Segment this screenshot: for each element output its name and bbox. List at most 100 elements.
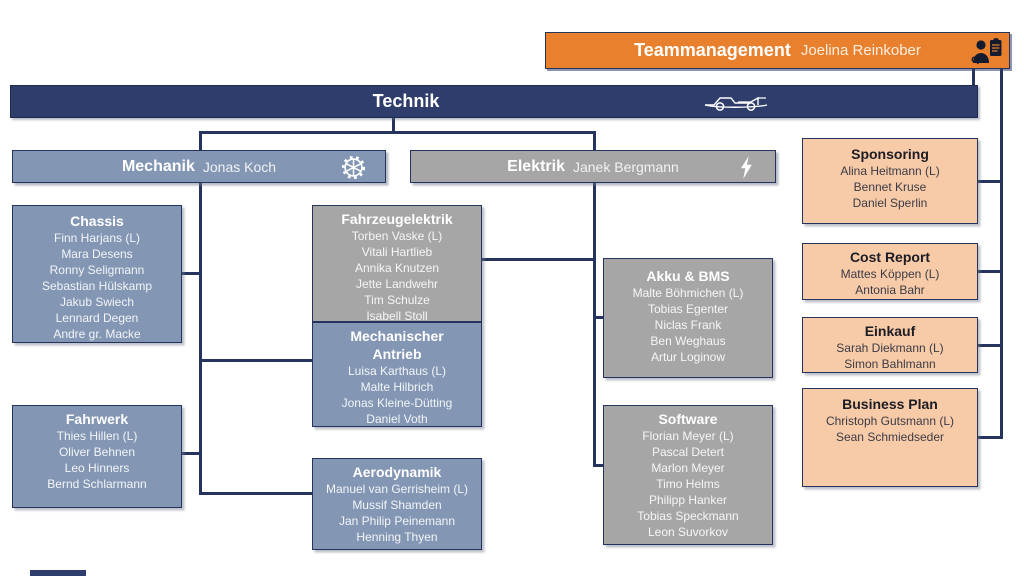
member-name: Sean Schmiedseder xyxy=(835,430,945,444)
branch-mechanik-lead: Jonas Koch xyxy=(202,158,277,175)
member-name: Tobias Speckmann xyxy=(637,509,739,523)
connector-line xyxy=(978,344,1002,347)
technik-bar: Technik xyxy=(10,85,978,118)
teammanagement-box: Teammanagement Joelina Reinkober xyxy=(545,32,1010,69)
connector-line xyxy=(392,117,395,133)
member-name: Malte Böhmichen (L) xyxy=(632,286,744,300)
branch-elektrik: Elektrik Janek Bergmann xyxy=(410,150,776,183)
dept-title: Aerodynamik xyxy=(352,464,442,480)
teammanagement-title: Teammanagement xyxy=(634,40,791,60)
dept-sponsoring: Sponsoring Alina Heitmann (L) Bennet Krus… xyxy=(802,138,978,224)
connector-line xyxy=(199,359,312,362)
member-name: Finn Harjans (L) xyxy=(53,231,141,245)
dept-member-list: Mattes Köppen (L) Antonia Bahr xyxy=(803,266,977,298)
member-name: Daniel Voth xyxy=(366,412,428,426)
connector-line xyxy=(972,68,975,86)
gear-icon xyxy=(340,154,367,181)
connector-line xyxy=(593,131,596,150)
connector-line xyxy=(1000,68,1003,439)
member-name: Mara Desens xyxy=(61,247,133,261)
member-name: Jan Philip Peinemann xyxy=(338,514,456,528)
dept-title: Akku & BMS xyxy=(646,268,730,284)
member-name: Jonas Kleine-Dütting xyxy=(341,396,453,410)
dept-akku-bms: Akku & BMS Malte Böhmichen (L) Tobias Ege… xyxy=(603,258,773,378)
connector-line xyxy=(593,182,596,467)
member-name: Jakub Swiech xyxy=(59,295,135,309)
dept-title: Cost Report xyxy=(849,249,931,265)
dept-title: Fahrzeugelektrik xyxy=(341,211,453,227)
member-name: Florian Meyer (L) xyxy=(642,429,734,443)
member-name: Ronny Seligmann xyxy=(49,263,145,277)
dept-business-plan: Business Plan Christoph Gutsmann (L) Sean… xyxy=(802,388,978,487)
connector-line xyxy=(199,182,202,495)
member-name: Torben Vaske (L) xyxy=(351,229,443,243)
member-name: Christoph Gutsmann (L) xyxy=(825,414,955,428)
dept-title: Einkauf xyxy=(864,323,916,339)
dept-title: Chassis xyxy=(70,213,124,229)
branch-mechanik: Mechanik Jonas Koch xyxy=(12,150,386,183)
member-name: Henning Thyen xyxy=(356,530,438,544)
dept-member-list: Christoph Gutsmann (L) Sean Schmiedseder xyxy=(803,413,977,445)
connector-line xyxy=(199,131,596,134)
member-name: Alina Heitmann (L) xyxy=(840,164,940,178)
member-name: Annika Knutzen xyxy=(354,261,440,275)
member-name: Pascal Detert xyxy=(651,445,725,459)
member-name: Thies Hillen (L) xyxy=(56,429,138,443)
member-name: Niclas Frank xyxy=(654,318,722,332)
branch-elektrik-title: Elektrik xyxy=(507,157,565,175)
member-name: Sarah Diekmann (L) xyxy=(836,341,944,355)
dept-title: Sponsoring xyxy=(851,146,929,162)
cropped-logo xyxy=(30,570,86,576)
member-name: Lennard Degen xyxy=(55,311,139,325)
branch-mechanik-title: Mechanik xyxy=(121,157,195,175)
dept-member-list: Sarah Diekmann (L) Simon Bahlmann xyxy=(803,340,977,372)
member-name: Malte Hilbrich xyxy=(360,380,434,394)
branch-elektrik-lead: Janek Bergmann xyxy=(572,158,679,175)
dept-title: Fahrwerk xyxy=(65,411,129,427)
connector-line xyxy=(978,270,1002,273)
member-name: Tim Schulze xyxy=(364,293,430,307)
member-name: Mattes Köppen (L) xyxy=(840,267,940,281)
member-name: Leon Suvorkov xyxy=(647,525,729,539)
person-clipboard-icon xyxy=(970,37,1004,71)
dept-fahrzeugelektrik: Fahrzeugelektrik Torben Vaske (L) Vitali … xyxy=(312,205,482,324)
dept-einkauf: Einkauf Sarah Diekmann (L) Simon Bahlmann xyxy=(802,317,978,373)
member-name: Bennet Kruse xyxy=(853,180,927,194)
member-name: Jette Landwehr xyxy=(355,277,439,291)
member-name: Artur Loginow xyxy=(650,350,726,364)
connector-line xyxy=(978,180,1002,183)
connector-line xyxy=(978,436,1002,439)
member-name: Vitali Hartlieb xyxy=(361,245,433,259)
lightning-icon xyxy=(739,155,753,180)
dept-title: Mechanischer Antrieb xyxy=(350,328,444,362)
member-name: Philipp Hanker xyxy=(648,493,728,507)
member-name: Luisa Karthaus (L) xyxy=(347,364,447,378)
connector-line xyxy=(199,131,202,150)
member-name: Leo Hinners xyxy=(64,461,130,475)
member-name: Isabell Stoll xyxy=(366,309,428,323)
race-car-icon xyxy=(704,93,770,118)
member-name: Antonia Bahr xyxy=(855,283,925,297)
technik-title: Technik xyxy=(372,91,440,111)
teammanagement-lead: Joelina Reinkober xyxy=(800,42,921,59)
connector-line xyxy=(593,464,603,467)
member-name: Manuel van Gerrisheim (L) xyxy=(325,482,469,496)
connector-line xyxy=(199,492,312,495)
member-name: Tobias Egenter xyxy=(647,302,729,316)
connector-line xyxy=(593,316,603,319)
member-name: Bernd Schlarmann xyxy=(47,477,147,491)
member-name: Simon Bahlmann xyxy=(844,357,936,371)
dept-title: Business Plan xyxy=(842,396,938,412)
dept-mechanischer-antrieb: Mechanischer Antrieb Luisa Karthaus (L) M… xyxy=(312,322,482,427)
